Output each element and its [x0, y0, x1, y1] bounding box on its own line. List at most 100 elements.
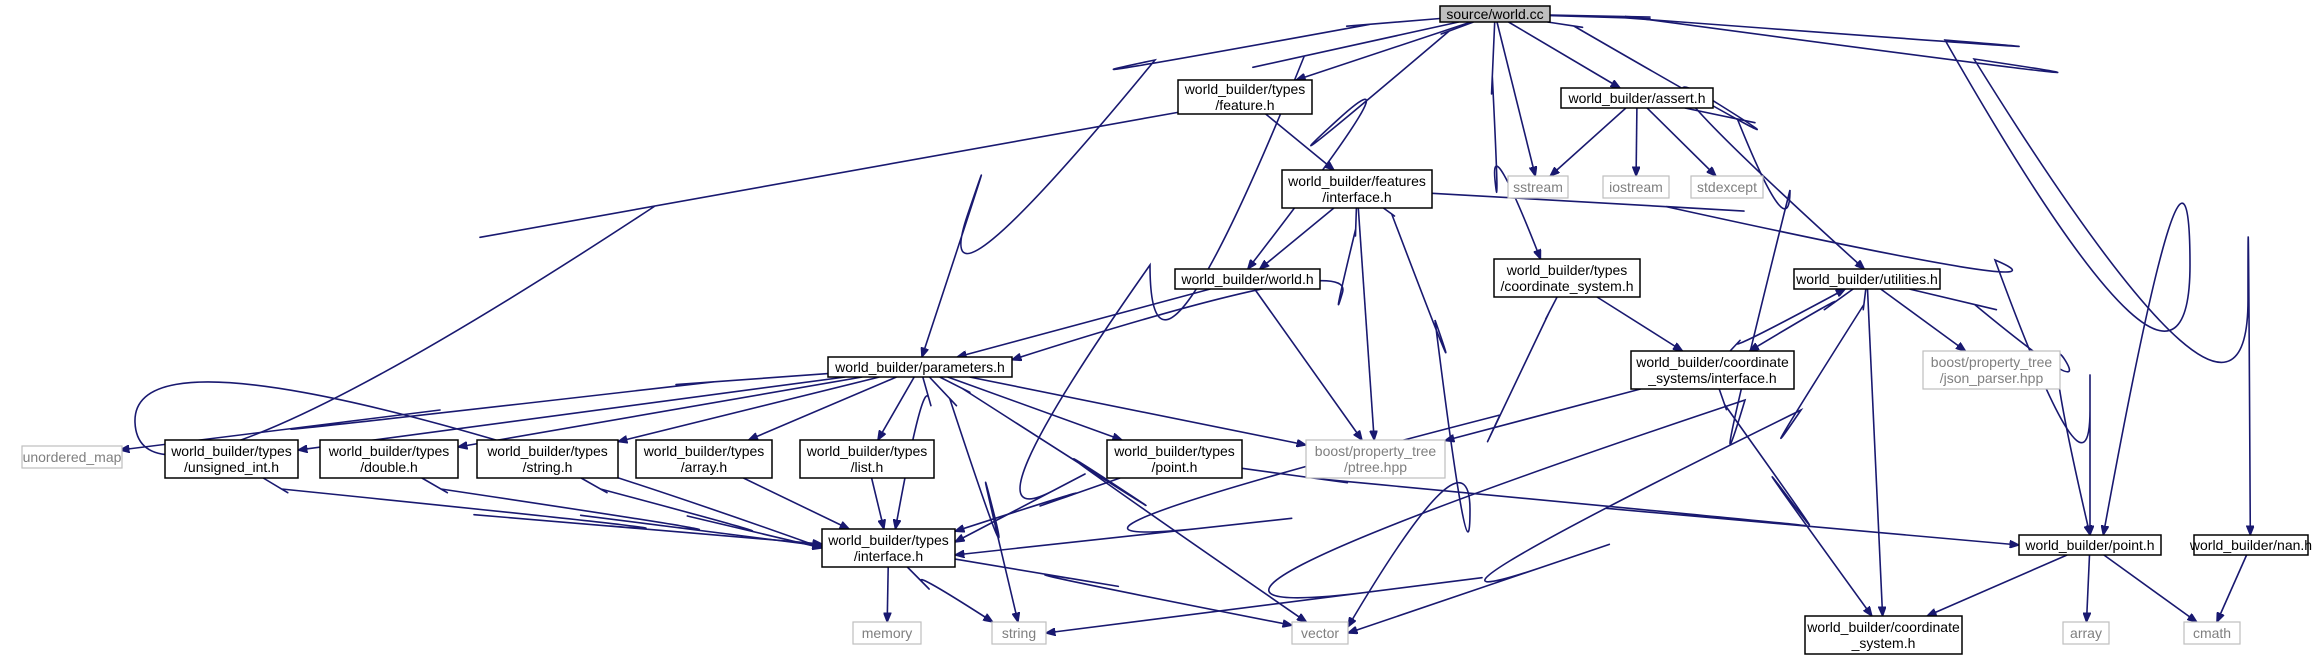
node-utilities[interactable]: world_builder/utilities.h [1793, 268, 1941, 290]
node-point-h[interactable]: world_builder/point.h [2018, 534, 2162, 556]
node-label: world_builder/types [328, 443, 450, 459]
node-label: world_builder/types [806, 443, 928, 459]
node-world-h[interactable]: world_builder/world.h [1174, 268, 1321, 290]
edge-types_interface-to-vector [954, 558, 1292, 625]
edge-parameters-to-vector [939, 376, 1307, 622]
node-box [1630, 350, 1795, 390]
edge-types_feature-to-features_interface [1265, 113, 1334, 170]
node-label: world_builder/point.h [2024, 537, 2154, 553]
edge-assert-to-stdexcept [1646, 107, 1716, 176]
node-label: sstream [1513, 179, 1563, 195]
node-label: cmath [2193, 625, 2231, 641]
node-box [1690, 175, 1764, 199]
node-label: world_builder/types [1506, 262, 1628, 278]
node-coordinate-system-types[interactable]: world_builder/types/coordinate_system.h [1493, 258, 1641, 298]
node-box [21, 445, 123, 469]
node-assert[interactable]: world_builder/assert.h [1560, 87, 1714, 109]
node-types-point[interactable]: world_builder/types/point.h [1106, 439, 1243, 479]
node-label: world_builder/coordinate [1806, 619, 1960, 635]
edge-features_interface-to-vector [1348, 207, 1471, 627]
node-label: _systems/interface.h [1647, 370, 1776, 386]
edge-parameters-to-list_h [878, 376, 915, 440]
edge-world_cc-to-point_h [1549, 14, 2191, 535]
edge-world_cc-to-types_feature [1296, 21, 1472, 80]
edges-layer [120, 14, 2250, 633]
edge-utilities-to-json_parser [1880, 288, 1966, 351]
node-unordered-map: unordered_map [21, 445, 123, 469]
node-parameters[interactable]: world_builder/parameters.h [827, 356, 1013, 378]
edge-utilities-to-point_h [1909, 288, 2090, 535]
node-label: /unsigned_int.h [184, 459, 279, 475]
edge-world_cc-to-assert [1508, 21, 1621, 88]
node-label: /coordinate_system.h [1500, 278, 1633, 294]
node-box [821, 528, 956, 568]
edge-types_interface-to-memory [887, 566, 888, 622]
node-box [852, 621, 922, 645]
edge-world_cc-to-nan_h [1549, 14, 2250, 535]
edge-double-to-types_interface [421, 477, 822, 546]
node-vector: vector [1291, 621, 1349, 645]
node-label: /interface.h [1322, 189, 1391, 205]
node-features-interface[interactable]: world_builder/features/interface.h [1281, 169, 1433, 209]
node-box [164, 439, 299, 479]
edge-world_cc-to-types_interface [955, 21, 1459, 542]
node-label: world_builder/coordinate [1635, 354, 1789, 370]
node-box [2018, 534, 2162, 556]
node-label: world_builder/parameters.h [834, 359, 1005, 375]
node-stdexcept: stdexcept [1690, 175, 1764, 199]
edge-types_feature-to-types_interface [134, 111, 1181, 548]
node-box [1291, 621, 1349, 645]
node-box [1106, 439, 1243, 479]
node-label: world_builder/features [1287, 173, 1426, 189]
node-memory: memory [852, 621, 922, 645]
edge-features_interface-to-point_h [1431, 192, 2090, 535]
node-coordinate-system-h[interactable]: world_builder/coordinate_system.h [1804, 615, 1963, 655]
edge-parameters-to-unsigned_int [298, 376, 846, 450]
node-label: world_builder/assert.h [1568, 90, 1706, 106]
node-label: stdexcept [1697, 179, 1757, 195]
node-box [1281, 169, 1433, 209]
edge-world_cc-to-sstream [1496, 21, 1535, 176]
node-box [2062, 621, 2110, 645]
edge-parameters-to-ptree [969, 376, 1307, 445]
node-box [1602, 175, 1670, 199]
node-unsigned-int[interactable]: world_builder/types/unsigned_int.h [164, 439, 299, 479]
edge-parameters-to-string_h [618, 376, 880, 442]
node-array-h[interactable]: world_builder/types/array.h [635, 439, 773, 479]
node-coordinate-systems-interface[interactable]: world_builder/coordinate_systems/interfa… [1630, 350, 1795, 390]
node-box [1507, 175, 1569, 199]
node-label: world_builder/utilities.h [1795, 271, 1938, 287]
node-box [1804, 615, 1963, 655]
node-box [476, 439, 619, 479]
node-label: world_builder/types [170, 443, 292, 459]
edge-point_h-to-coordinate_system_h [1927, 554, 2068, 616]
edge-world_cc-to-utilities [1547, 21, 1865, 269]
node-double[interactable]: world_builder/types/double.h [319, 439, 459, 479]
node-label: world_builder/types [827, 532, 949, 548]
node-list-h[interactable]: world_builder/types/list.h [799, 439, 935, 479]
node-world-cc[interactable]: source/world.cc [1439, 5, 1551, 23]
edge-string_h-to-types_interface [580, 477, 822, 548]
node-types-interface[interactable]: world_builder/types/interface.h [821, 528, 956, 568]
node-types-feature[interactable]: world_builder/types/feature.h [1177, 79, 1313, 115]
edge-world_cc-to-world_h [1248, 21, 1474, 269]
node-label: /interface.h [854, 548, 923, 564]
node-box [991, 621, 1047, 645]
node-label: vector [1301, 625, 1339, 641]
node-string-h[interactable]: world_builder/types/string.h [476, 439, 619, 479]
node-label: /feature.h [1215, 97, 1274, 113]
node-label: /point.h [1152, 459, 1198, 475]
edge-world_h-to-parameters [957, 288, 1211, 357]
node-label: unordered_map [23, 449, 122, 465]
node-label: string [1002, 625, 1036, 641]
edge-parameters-to-double [458, 376, 863, 447]
edge-assert-to-iostream [1636, 107, 1637, 176]
node-box [1174, 268, 1321, 290]
node-json-parser: boost/property_tree/json_parser.hpp [1922, 350, 2061, 390]
node-box [1493, 258, 1641, 298]
node-nan-h[interactable]: world_builder/nan.h [2189, 534, 2312, 556]
node-label: boost/property_tree [1315, 443, 1437, 459]
node-label: /ptree.hpp [1344, 459, 1407, 475]
edge-point_h-to-array [2087, 554, 2090, 622]
